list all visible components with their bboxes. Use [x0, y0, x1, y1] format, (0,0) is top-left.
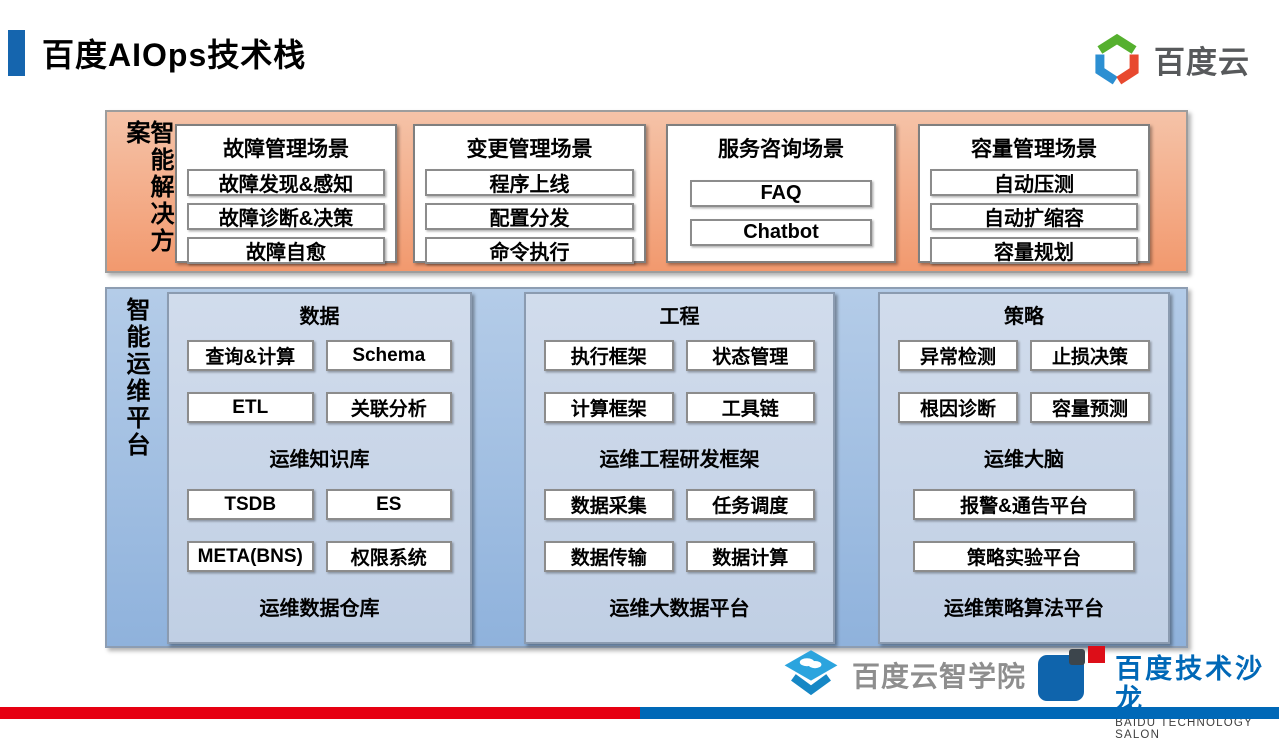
- platform-item: 查询&计算: [187, 340, 314, 371]
- column-row: 异常检测 止损决策: [880, 340, 1168, 371]
- scene-item: Chatbot: [690, 219, 872, 246]
- baidu-cloud-logo: 百度云: [1090, 30, 1250, 88]
- platform-band-label: 智能运维平台: [122, 297, 149, 459]
- scene-item: 故障自愈: [187, 237, 385, 264]
- platform-column-strategy: 策略 异常检测 止损决策 根因诊断 容量预测 运维大脑 报警&通告平台 策略实验…: [878, 292, 1170, 644]
- scene-title: 变更管理场景: [466, 138, 593, 161]
- section-caption: 运维大数据平台: [609, 598, 750, 620]
- scene-item: 故障诊断&决策: [187, 203, 385, 230]
- column-row: META(BNS) 权限系统: [169, 541, 470, 572]
- salon-dark-square: [1069, 649, 1085, 665]
- salon-red-square: [1088, 646, 1105, 663]
- salon-text-block: 百度技术沙龙 BAIDU TECHNOLOGY SALON: [1115, 654, 1279, 741]
- platform-item: ES: [325, 489, 452, 520]
- platform-item: 异常检测: [898, 340, 1018, 371]
- column-row: 报警&通告平台: [880, 489, 1168, 520]
- scene-item: 故障发现&感知: [187, 169, 385, 196]
- platform-item: 工具链: [685, 392, 815, 423]
- footer-bar-blue: [640, 707, 1279, 719]
- scene-title: 服务咨询场景: [718, 138, 844, 161]
- scene-box-fault-management: 故障管理场景 故障发现&感知 故障诊断&决策 故障自愈: [175, 124, 397, 264]
- platform-item: 数据传输: [544, 541, 674, 572]
- platform-item: 关联分析: [325, 392, 452, 423]
- salon-title: 百度技术沙龙: [1115, 654, 1266, 714]
- platform-item: 权限系统: [325, 541, 452, 572]
- platform-item: 计算框架: [544, 392, 674, 423]
- scene-title: 故障管理场景: [223, 138, 349, 161]
- baidu-cloud-cube-icon: [1095, 33, 1139, 85]
- column-row: TSDB ES: [169, 489, 470, 520]
- scene-item: 程序上线: [425, 169, 634, 196]
- title-accent-bar: [8, 30, 25, 76]
- scene-item: 自动压测: [930, 169, 1138, 196]
- platform-item: 容量预测: [1030, 392, 1150, 423]
- scene-box-capacity-management: 容量管理场景 自动压测 自动扩缩容 容量规划: [918, 124, 1150, 264]
- scene-title: 容量管理场景: [971, 138, 1097, 161]
- column-row: 数据传输 数据计算: [526, 541, 833, 572]
- platform-item: 报警&通告平台: [913, 489, 1135, 520]
- section-caption: 运维知识库: [269, 449, 370, 471]
- column-row: ETL 关联分析: [169, 392, 470, 423]
- platform-item: Schema: [325, 340, 452, 371]
- platform-item: 状态管理: [685, 340, 815, 371]
- scene-items: 故障发现&感知 故障诊断&决策 故障自愈: [187, 169, 385, 264]
- scene-items: 程序上线 配置分发 命令执行: [425, 169, 634, 264]
- baidu-cloud-logo-text: 百度云: [1154, 44, 1250, 80]
- solutions-band-label: 智能解决方案: [122, 120, 173, 255]
- column-row: 根因诊断 容量预测: [880, 392, 1168, 423]
- solutions-band: 智能解决方案 故障管理场景 故障发现&感知 故障诊断&决策 故障自愈 变更管理场…: [105, 110, 1188, 273]
- baidu-academy-text: 百度云智学院: [852, 661, 1027, 692]
- column-title: 工程: [659, 306, 700, 328]
- footer-bar-red: [0, 707, 640, 719]
- platform-item: 执行框架: [544, 340, 674, 371]
- scene-box-change-management: 变更管理场景 程序上线 配置分发 命令执行: [413, 124, 646, 264]
- column-row: 策略实验平台: [880, 541, 1168, 572]
- graduation-cap-icon: [784, 650, 838, 696]
- baidu-salon-logo: 百度技术沙龙 BAIDU TECHNOLOGY SALON: [1038, 645, 1279, 741]
- column-title: 数据: [299, 306, 340, 328]
- column-row: 执行框架 状态管理: [526, 340, 833, 371]
- scene-items: 自动压测 自动扩缩容 容量规划: [930, 169, 1138, 264]
- baidu-academy-logo: 百度云智学院: [783, 648, 1026, 702]
- baidu-salon-mark-icon: [1038, 645, 1105, 703]
- section-caption: 运维大脑: [984, 449, 1064, 471]
- platform-item: TSDB: [187, 489, 314, 520]
- scene-item: 容量规划: [930, 237, 1138, 264]
- salon-subtitle: BAIDU TECHNOLOGY SALON: [1115, 717, 1253, 741]
- column-row: 查询&计算 Schema: [169, 340, 470, 371]
- platform-item: ETL: [187, 392, 314, 423]
- scene-item: 命令执行: [425, 237, 634, 264]
- scene-box-service-consulting: 服务咨询场景 FAQ Chatbot: [666, 124, 896, 263]
- platform-item: 任务调度: [685, 489, 815, 520]
- platform-item: 数据计算: [685, 541, 815, 572]
- column-title: 策略: [1004, 306, 1044, 328]
- section-caption: 运维策略算法平台: [944, 598, 1104, 620]
- scene-item: 自动扩缩容: [930, 203, 1138, 230]
- page-title: 百度AIOps技术栈: [42, 37, 307, 73]
- section-caption: 运维数据仓库: [259, 598, 380, 620]
- platform-item: 策略实验平台: [913, 541, 1135, 572]
- platform-item: 根因诊断: [898, 392, 1018, 423]
- section-caption: 运维工程研发框架: [599, 449, 760, 471]
- column-row: 数据采集 任务调度: [526, 489, 833, 520]
- platform-item: 止损决策: [1030, 340, 1150, 371]
- column-row: 计算框架 工具链: [526, 392, 833, 423]
- platform-band: 智能运维平台 数据 查询&计算 Schema ETL 关联分析 运维知识库 TS…: [105, 287, 1188, 648]
- platform-item: 数据采集: [544, 489, 674, 520]
- scene-items: FAQ Chatbot: [690, 180, 872, 246]
- scene-item: FAQ: [690, 180, 872, 207]
- platform-column-data: 数据 查询&计算 Schema ETL 关联分析 运维知识库 TSDB ES M…: [167, 292, 472, 644]
- platform-item: META(BNS): [187, 541, 314, 572]
- scene-item: 配置分发: [425, 203, 634, 230]
- platform-column-engineering: 工程 执行框架 状态管理 计算框架 工具链 运维工程研发框架 数据采集 任务调度…: [524, 292, 835, 644]
